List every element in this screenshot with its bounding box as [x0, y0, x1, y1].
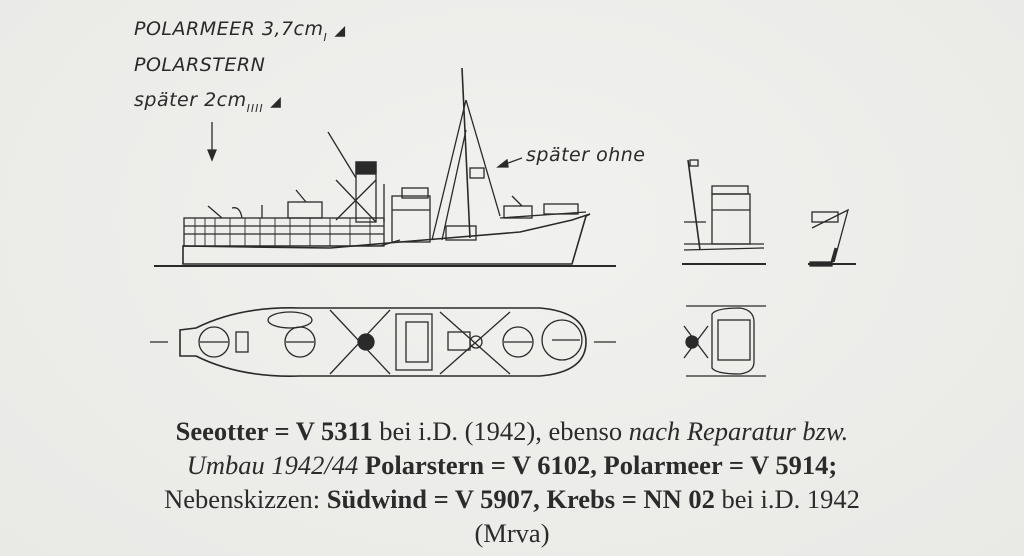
caption-line-3: Nebenskizzen: Südwind = V 5907, Krebs = … [0, 482, 1024, 516]
caption-text: bei i.D. (1942), ebenso [372, 416, 629, 446]
caption-italic: nach Reparatur bzw. [628, 416, 849, 446]
figure-caption: Seeotter = V 5311 bei i.D. (1942), ebens… [0, 414, 1024, 550]
arrow-down-icon [207, 122, 217, 162]
side-sketch-suedwind-profile [682, 159, 766, 265]
main-ship-profile [154, 67, 616, 267]
caption-line-1: Seeotter = V 5311 bei i.D. (1942), ebens… [0, 414, 1024, 448]
side-sketch-krebs-profile [808, 208, 856, 267]
caption-credit: (Mrva) [474, 518, 550, 548]
annotation-later-2cm-text: später 2cm [134, 89, 247, 111]
side-sketch-suedwind-plan [683, 305, 766, 377]
caption-text: Nebenskizzen: [164, 484, 327, 514]
annotation-polarmeer-text: POLARMEER 3,7cm [134, 18, 324, 40]
gun-angle-icon: ◢ [270, 94, 282, 110]
gun-angle-icon: ◢ [334, 23, 346, 39]
ship-seeotter: Seeotter = V 5311 [175, 416, 373, 446]
ship-drawings [150, 67, 856, 377]
annotation-later-without: später ohne [526, 144, 646, 166]
annotation-later-2cm: später 2cmIIII ◢ [134, 89, 281, 115]
annotation-polarmeer: POLARMEER 3,7cmI ◢ [134, 18, 346, 44]
arrow-left-icon [496, 157, 523, 168]
annotation-polarstern: POLARSTERN [134, 54, 266, 76]
main-ship-plan [150, 307, 616, 377]
caption-line-4: (Mrva) [0, 516, 1024, 550]
caption-italic: Umbau 1942/44 [186, 450, 359, 480]
annotation-single-mount: I [323, 31, 328, 44]
annotation-quad-mount: IIII [246, 102, 264, 115]
ship-polarstern-polarmeer: Polarstern = V 6102, Polarmeer = V 5914; [358, 450, 838, 480]
caption-text: bei i.D. 1942 [714, 484, 860, 514]
ship-suedwind-krebs: Südwind = V 5907, Krebs = NN 02 [326, 484, 715, 514]
caption-line-2: Umbau 1942/44 Polarstern = V 6102, Polar… [0, 448, 1024, 482]
